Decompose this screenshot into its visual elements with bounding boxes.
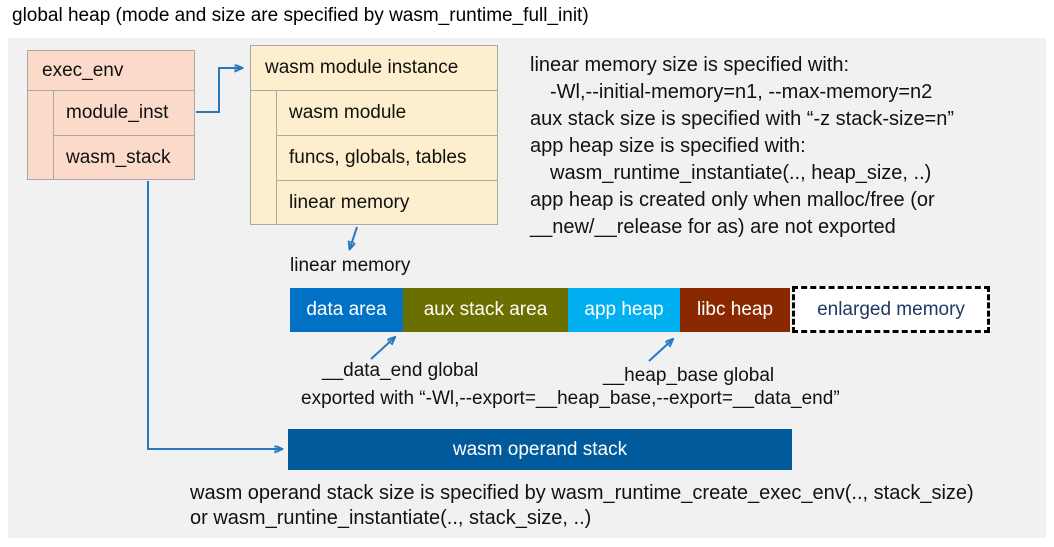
data-end-global-label: __data_end global [322,360,479,381]
exec-env-box: exec_env module_inst wasm_stack [27,50,195,180]
heap-base-global-label: __heap_base global [603,365,775,386]
note-line: aux stack size is specified with “-z sta… [530,108,955,130]
exec-env-header: exec_env [28,51,194,91]
note-line: app heap size is specified with: [530,135,806,157]
diagram-title: global heap (mode and size are specified… [12,5,589,26]
module-instance-row-funcs-globals-tables: funcs, globals, tables [277,136,497,181]
exec-env-row-wasm-stack: wasm_stack [66,147,171,168]
segment-data-area: data area [290,288,403,332]
module-instance-box: wasm module instance wasm module funcs, … [250,45,498,225]
note-line: linear memory size is specified with: [530,54,849,76]
note-line: wasm_runtime_instantiate(.., heap_size, … [550,162,932,184]
exec-env-gutter [28,91,54,180]
note-line: -Wl,--initial-memory=n1, --max-memory=n2 [550,81,933,103]
exported-with-label: exported with “-Wl,--export=__heap_base,… [301,388,840,409]
segment-app-heap: app heap [568,288,680,332]
module-instance-row-linear-memory: linear memory [289,192,410,213]
note-line: app heap is created only when malloc/fre… [530,189,935,211]
linker-notes: linear memory size is specified with: -W… [530,52,954,241]
segment-aux-stack-area: aux stack area [403,288,568,332]
segment-libc-heap: libc heap [680,288,790,332]
note-line: or wasm_runtine_instantiate(.., stack_si… [190,507,592,529]
module-instance-row-wasm-module: wasm module [277,91,497,136]
operand-stack-notes: wasm operand stack size is specified by … [190,481,974,531]
module-instance-header: wasm module instance [251,46,497,91]
linear-memory-label: linear memory [290,255,411,276]
exec-env-row-module-inst: module_inst [54,91,194,136]
note-line: __new/__release for as) are not exported [530,216,896,238]
linear-memory-bar: data area aux stack area app heap libc h… [290,288,790,332]
wasm-operand-stack-bar: wasm operand stack [288,429,792,470]
segment-enlarged-memory: enlarged memory [792,286,990,333]
note-line: wasm operand stack size is specified by … [190,482,974,504]
module-instance-gutter [251,91,277,225]
